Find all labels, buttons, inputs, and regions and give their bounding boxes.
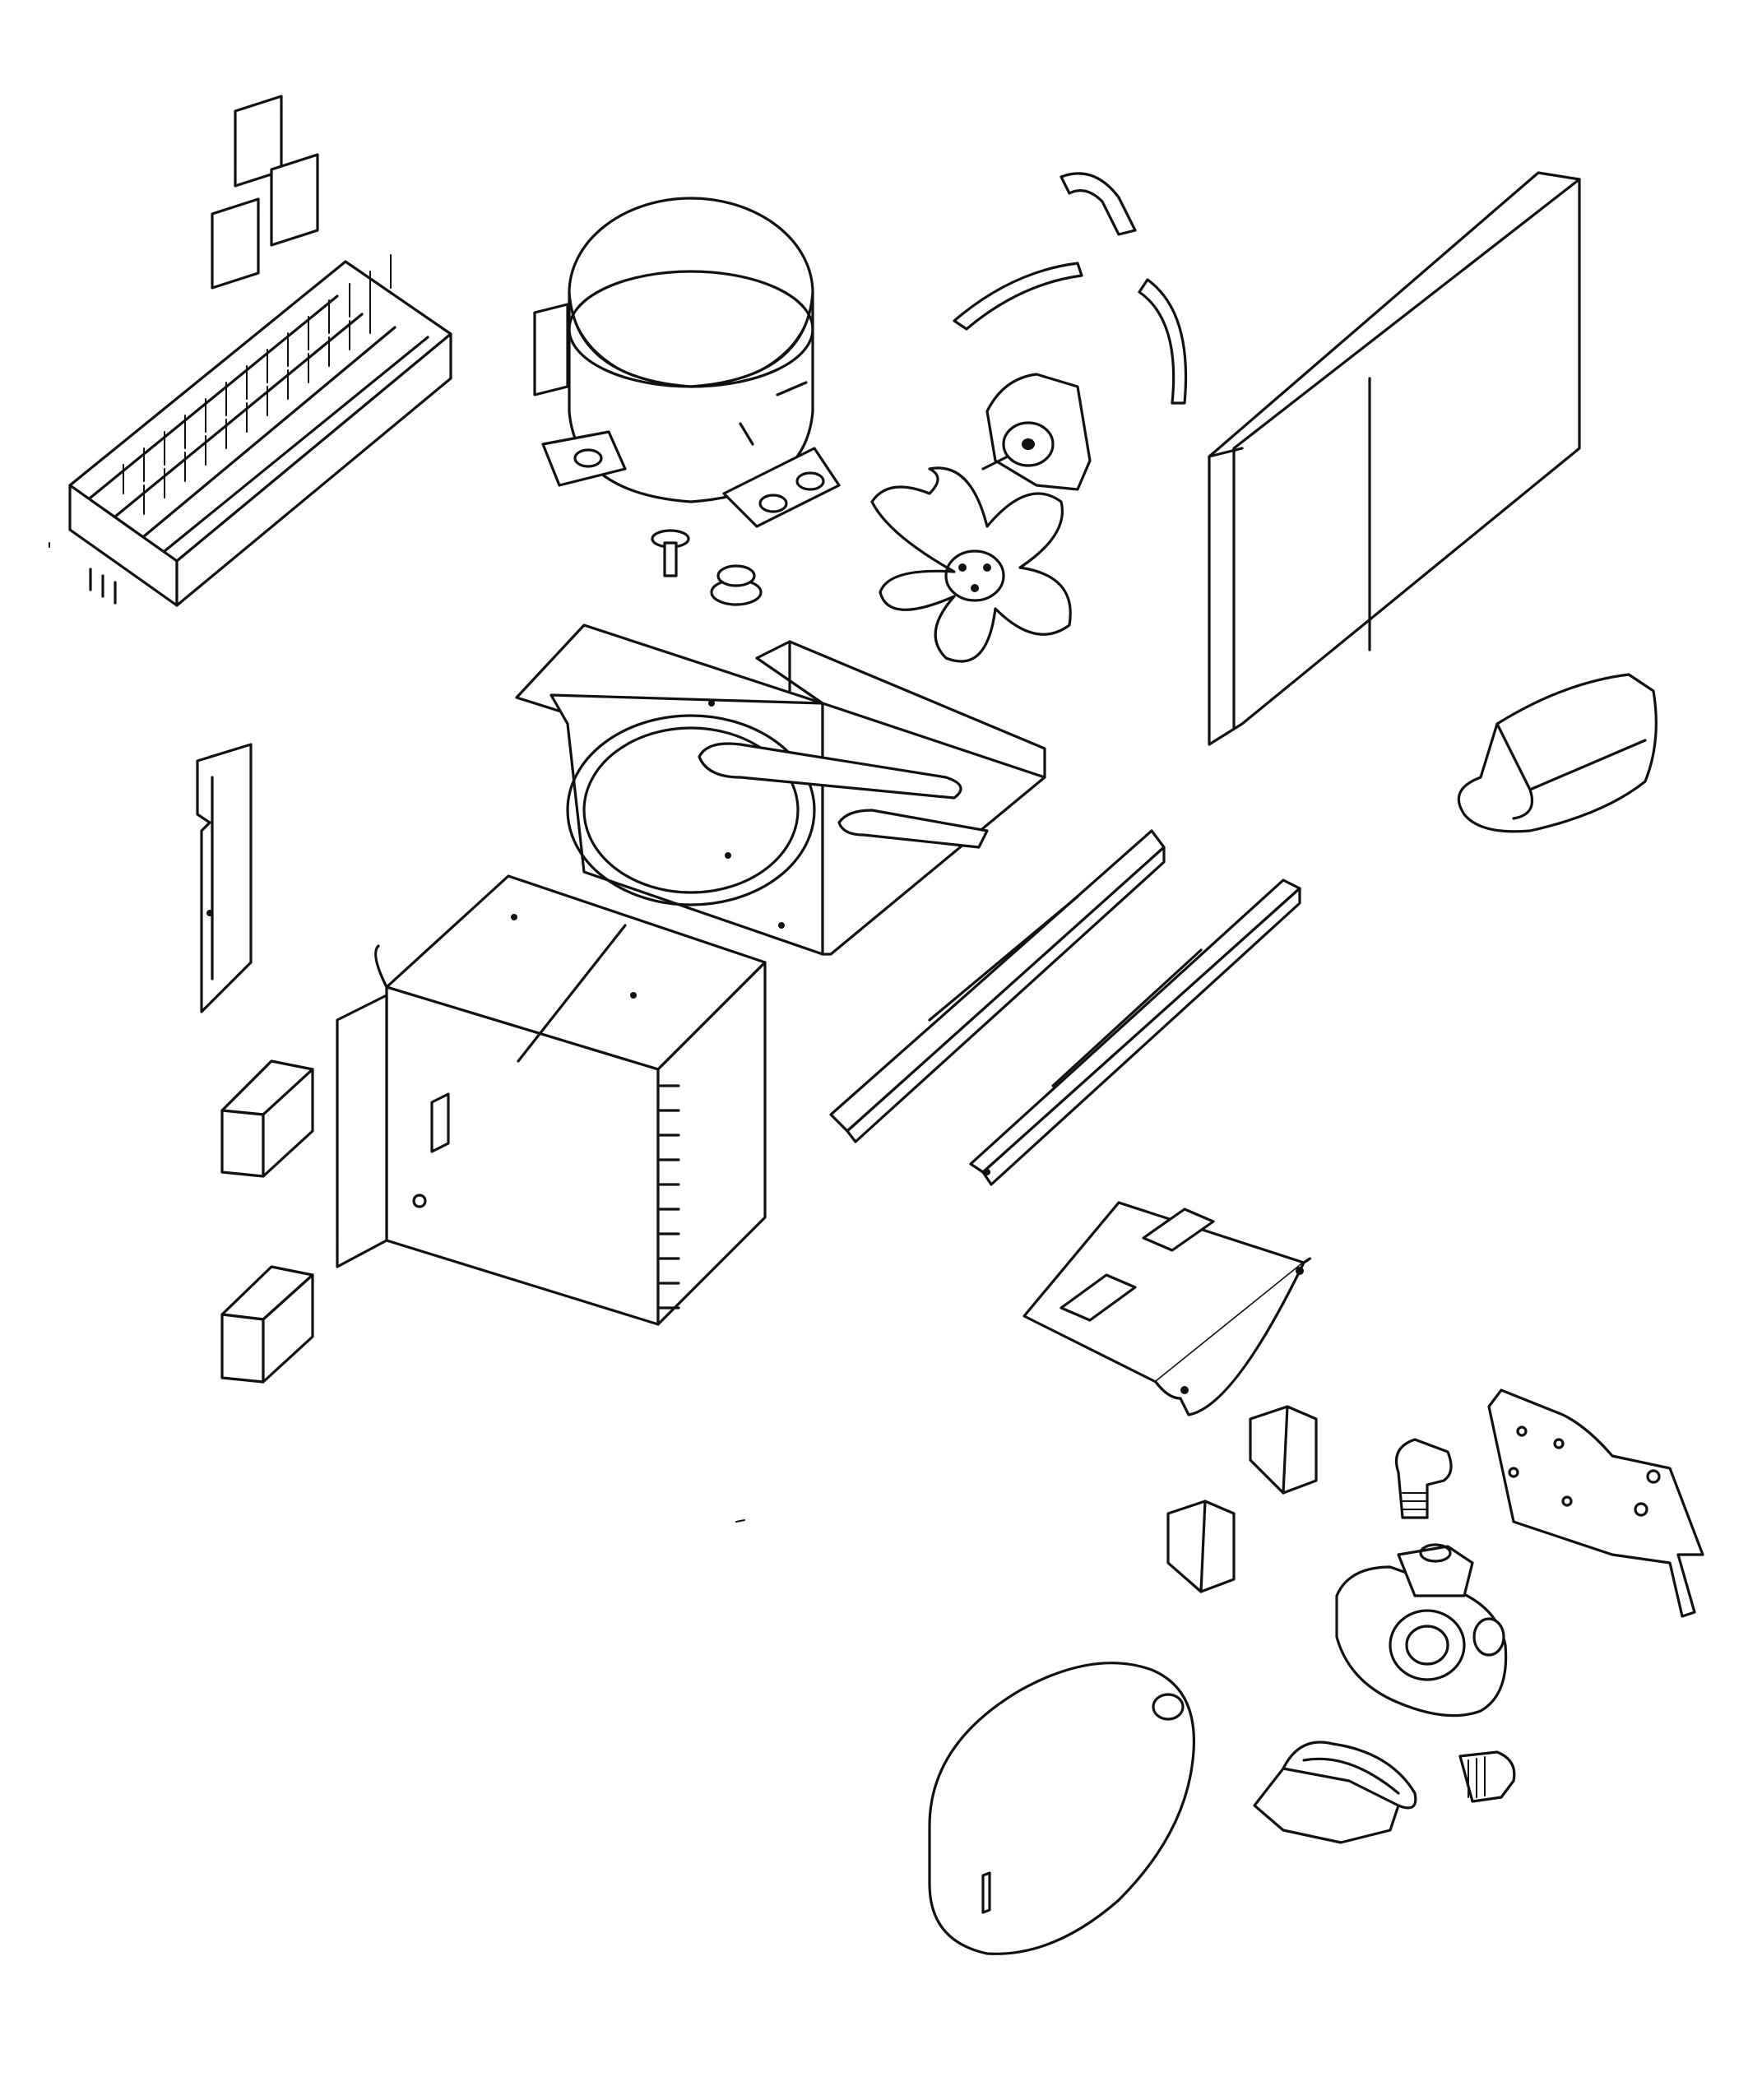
grommet: [710, 564, 763, 606]
terminal-block: [68, 254, 452, 607]
mounting-plate: [1487, 1388, 1704, 1618]
side-panel: [1208, 171, 1581, 746]
drip-cover: [1457, 673, 1658, 833]
evaporator-box: [336, 874, 767, 1326]
gasket-squares: [211, 95, 319, 290]
relays: [1166, 1405, 1318, 1593]
side-bracket-left: [196, 743, 253, 1013]
compressor: [533, 197, 841, 528]
control-plate: [1022, 1201, 1312, 1416]
water-pump: [1335, 1543, 1508, 1718]
fan-shroud-frame: [515, 624, 1046, 956]
wire-clips: [953, 172, 1188, 405]
pressure-tank: [928, 1662, 1195, 1955]
insulation-blocks: [220, 1059, 314, 1384]
pump-cover: [1253, 1741, 1417, 1844]
stray-marks: [49, 542, 745, 1523]
mounting-bolt: [651, 529, 690, 577]
fan-motor: [981, 373, 1092, 491]
rail-brackets: [829, 829, 1301, 1186]
elbow-fittings: [1394, 1438, 1516, 1803]
fan-blade: [870, 466, 1072, 663]
